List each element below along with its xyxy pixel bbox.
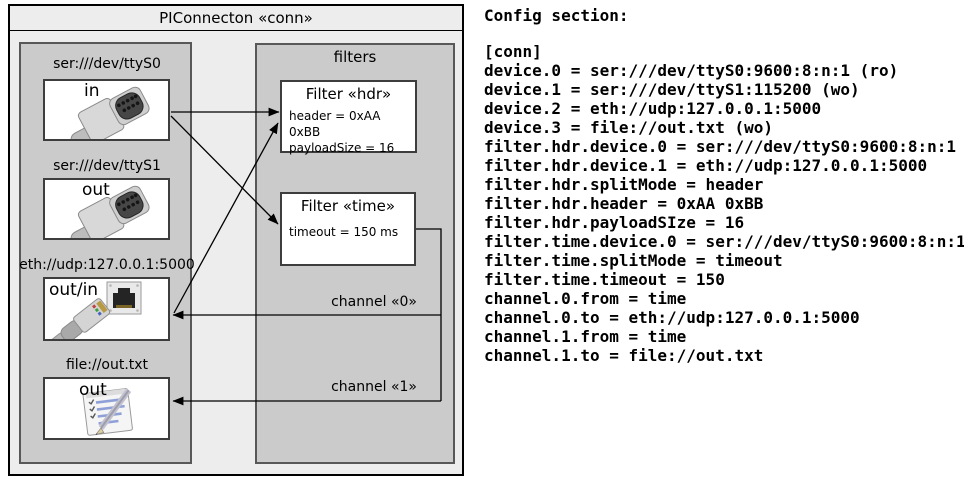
config-line: filter.hdr.device.1 = eth://udp:127.0.0.… [484,156,928,175]
config-line: channel.0.from = time [484,289,687,308]
device-box-ttyS1: out [43,178,170,240]
config-line: device.1 = ser:///dev/ttyS1:115200 (wo) [484,80,860,99]
filters-group: filters Filter «hdr» header = 0xAA 0xBB … [255,43,455,464]
device-box-ttyS0: in [43,79,170,141]
filter-time-box: Filter «time» timeout = 150 ms [280,192,416,266]
device-label-ttyS1: ser:///dev/ttyS1 [53,158,161,174]
serial-connector-icon [70,185,150,238]
ethernet-connector-icon [47,281,142,339]
filter-property: payloadSize = 16 [289,141,395,155]
device-direction-label: out [79,380,107,400]
ethernet-port-icon [106,281,142,315]
config-line: filter.time.timeout = 150 [484,270,725,289]
filter-property: timeout = 150 ms [289,225,399,239]
ethernet-cable-icon [47,298,111,339]
filters-group-title: filters [333,48,377,66]
device-label-ttyS0: ser:///dev/ttyS0 [53,56,161,72]
device-direction-label: out [82,180,110,200]
device-direction-label: in [84,81,100,101]
filter-time-title: Filter «time» [300,197,396,215]
config-line: filter.hdr.header = 0xAA 0xBB [484,194,764,213]
channel-0-label: channel «0» [331,294,417,310]
config-line: filter.hdr.payloadSIze = 16 [484,213,745,232]
config-line: device.2 = eth://udp:127.0.0.1:5000 [484,99,822,118]
diagram-title: PIConnecton «conn» [10,6,462,31]
diagram-canvas: PIConnecton «conn» ser:///dev/ttyS0 in s… [8,4,464,476]
config-line: device.3 = file://out.txt (wo) [484,118,773,137]
config-line: filter.time.splitMode = timeout [484,251,783,270]
config-line: channel.1.to = file://out.txt [484,346,764,365]
device-box-file: out [43,377,170,440]
device-label-eth: eth://udp:127.0.0.1:5000 [19,257,195,273]
config-line: filter.hdr.device.0 = ser:///dev/ttyS0:9… [484,137,957,156]
config-heading: Config section: [484,6,629,25]
config-lines: [conn]device.0 = ser:///dev/ttyS0:9600:8… [484,42,964,365]
device-direction-label: out/in [49,280,99,300]
config-line: device.0 = ser:///dev/ttyS0:9600:8:n:1 (… [484,61,899,80]
device-box-eth: out/in [43,277,170,341]
channel-1-label: channel «1» [331,379,417,395]
config-line: channel.1.from = time [484,327,687,346]
config-line: filter.hdr.splitMode = header [484,175,764,194]
serial-connector-icon [70,86,150,139]
filter-property: header = 0xAA 0xBB [289,109,381,139]
config-line: filter.time.device.0 = ser:///dev/ttyS0:… [484,232,964,251]
devices-group: ser:///dev/ttyS0 in ser:///dev/ttyS1 [19,42,195,464]
filter-hdr-properties: header = 0xAA 0xBB payloadSize = 16 [289,108,415,156]
filter-time-properties: timeout = 150 ms [289,224,398,240]
device-label-file: file://out.txt [65,357,149,373]
notepad-icon [82,388,133,436]
config-line: channel.0.to = eth://udp:127.0.0.1:5000 [484,308,860,327]
config-line: [conn] [484,42,542,61]
filter-hdr-title: Filter «hdr» [305,85,392,103]
filter-hdr-box: Filter «hdr» header = 0xAA 0xBB payloadS… [280,80,417,156]
